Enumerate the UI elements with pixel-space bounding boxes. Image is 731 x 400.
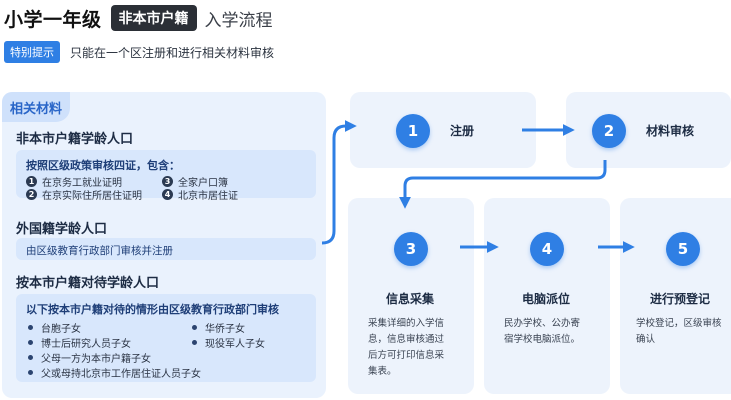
special-tip: 特别提示 只能在一个区注册和进行相关材料审核: [4, 41, 274, 63]
tip-text: 只能在一个区注册和进行相关材料审核: [70, 45, 275, 60]
number-1-icon: 1: [26, 176, 37, 187]
arrow-step2-to-step3: [399, 160, 607, 209]
tip-badge: 特别提示: [4, 41, 60, 63]
step-3-label: 信息采集: [386, 292, 435, 306]
section-nonlocal-card-title: 按照区级政策审核四证，包含：: [26, 159, 180, 172]
section-foreign-card-text: 由区级教育行政部门审核并注册: [26, 245, 173, 257]
list-item: 父母一方为本市户籍子女: [28, 350, 151, 365]
section-treated-local-card: 以下按本市户籍对待的情形由区级教育行政部门审核 台胞子女 华侨子女 博士后研究人…: [16, 294, 316, 382]
materials-tab: 相关材料: [2, 92, 70, 122]
step-5-description: 学校登记，区级审核 确认: [636, 318, 722, 345]
list-item: 3 全家户口簿: [162, 174, 228, 189]
section-foreign-title: 外国籍学龄人口: [16, 222, 108, 237]
step-card-1: 1 注册: [350, 92, 536, 168]
list-item: 2 在京实际住所居住证明: [26, 187, 142, 202]
section-nonlocal-card: 按照区级政策审核四证，包含： 1 在京务工就业证明 2 在京实际住所居住证明 3…: [16, 150, 316, 202]
step-4-label: 电脑派位: [522, 292, 571, 306]
list-item: 台胞子女: [28, 320, 81, 335]
step-card-5: 5 进行预登记 学校登记，区级审核 确认: [620, 198, 731, 394]
step-1-number: 1: [396, 114, 430, 148]
list-item: 现役军人子女: [192, 335, 265, 350]
step-card-2: 2 材料审核: [566, 92, 731, 168]
section-foreign-card: 由区级教育行政部门审核并注册: [16, 238, 316, 260]
page-subtitle: 入学流程: [204, 10, 273, 31]
step-2-label: 材料审核: [646, 124, 695, 138]
step-3-description: 采集详细的入学信 息，信息审核通过 后方可打印信息采 集表。: [368, 318, 445, 377]
step-2-number: 2: [592, 114, 626, 148]
step-4-number: 4: [530, 232, 564, 266]
arrow-materials-to-step1: [321, 120, 357, 245]
bullet-icon: [28, 340, 33, 345]
step-3-number: 3: [394, 232, 428, 266]
list-item: 4 北京市居住证: [162, 187, 238, 202]
number-3-icon: 3: [162, 176, 173, 187]
step-4-description: 民办学校、公办寄 宿学校电脑派位。: [504, 318, 581, 345]
list-item: 华侨子女: [192, 320, 245, 335]
number-2-icon: 2: [26, 189, 37, 200]
list-item: 父或母持北京市工作居住证人员子女: [28, 365, 201, 380]
step-5-number: 5: [666, 232, 700, 266]
materials-panel: 相关材料 非本市户籍学龄人口 按照区级政策审核四证，包含： 1 在京务工就业证明…: [2, 92, 326, 398]
section-treated-local-card-title: 以下按本市户籍对待的情形由区级教育行政部门审核: [26, 303, 279, 316]
page-header: 小学一年级 非本市户籍 入学流程: [4, 4, 273, 32]
list-item: 1 在京务工就业证明: [26, 174, 122, 189]
section-treated-local-title: 按本市户籍对待学龄人口: [16, 276, 160, 291]
bullet-icon: [28, 355, 33, 360]
step-1-label: 注册: [450, 124, 475, 138]
step-card-4: 4 电脑派位 民办学校、公办寄 宿学校电脑派位。: [484, 198, 610, 394]
bullet-icon: [28, 370, 33, 375]
list-item: 博士后研究人员子女: [28, 335, 131, 350]
step-5-label: 进行预登记: [650, 292, 711, 306]
step-card-3: 3 信息采集 采集详细的入学信 息，信息审核通过 后方可打印信息采 集表。: [348, 198, 474, 394]
number-4-icon: 4: [162, 189, 173, 200]
bullet-icon: [192, 325, 197, 330]
header-badge: 非本市户籍: [110, 5, 197, 31]
page-title: 小学一年级: [4, 8, 102, 31]
bullet-icon: [28, 325, 33, 330]
section-nonlocal-title: 非本市户籍学龄人口: [16, 132, 134, 147]
bullet-icon: [192, 340, 197, 345]
